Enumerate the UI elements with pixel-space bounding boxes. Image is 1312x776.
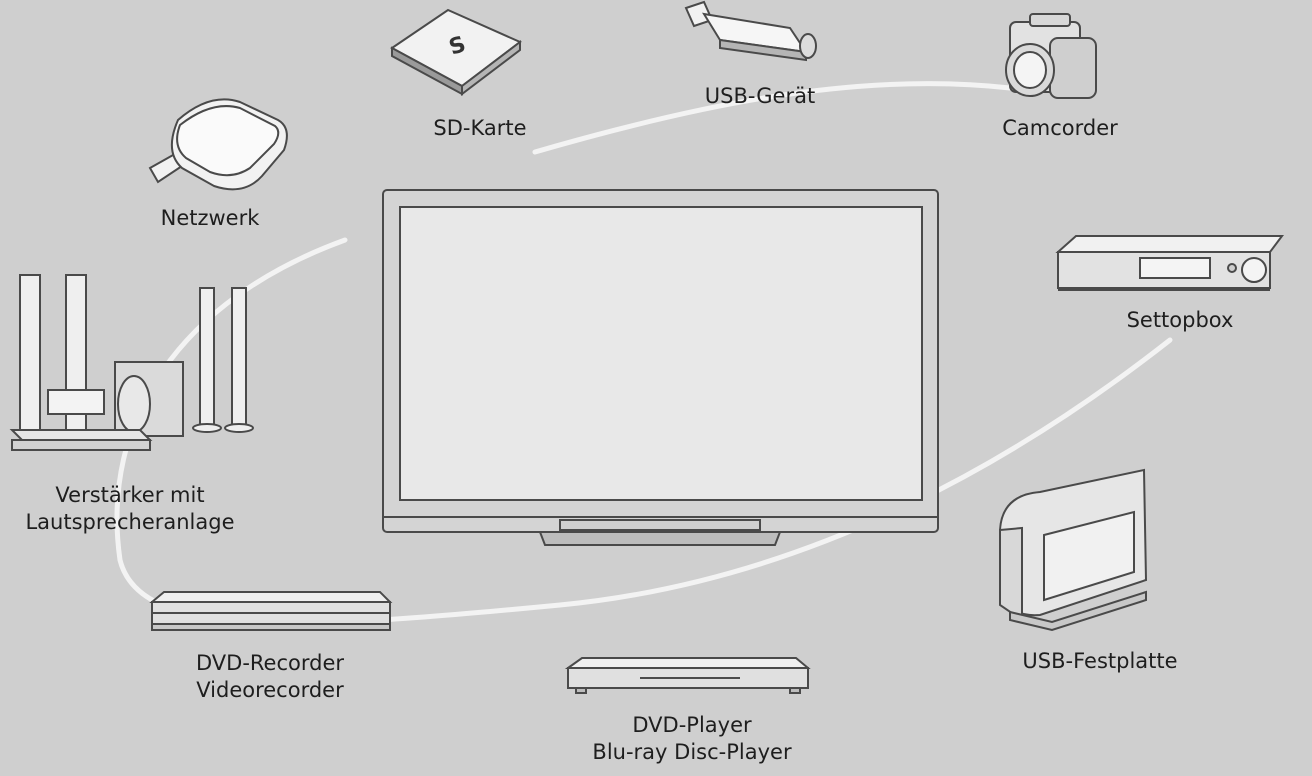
dvd-recorder-icon xyxy=(149,591,393,631)
cable-top xyxy=(532,81,1013,155)
label-amplifier: Verstärker mit Lautsprecheranlage xyxy=(0,482,260,536)
svg-text:S: S xyxy=(446,32,469,61)
label-usb-hdd: USB-Festplatte xyxy=(980,648,1220,675)
usb-wifi-adapter-icon xyxy=(148,98,288,191)
tv-icon xyxy=(382,189,939,546)
label-dvd-player-line-2: Blu-ray Disc-Player xyxy=(592,740,792,764)
label-dvd-recorder-line-2: Videorecorder xyxy=(196,678,344,702)
label-camcorder: Camcorder xyxy=(970,115,1150,142)
label-dvd-player-line-1: DVD-Player xyxy=(632,713,752,737)
speaker-system-icon xyxy=(9,274,254,451)
label-sd-card: SD-Karte xyxy=(400,115,560,142)
label-dvd-recorder-line-1: DVD-Recorder xyxy=(195,651,345,675)
label-settopbox: Settopbox xyxy=(1090,307,1270,334)
sd-card-icon: S xyxy=(390,8,522,97)
dvd-player-icon xyxy=(564,657,811,694)
label-camcorder-line-1: Camcorder xyxy=(1002,116,1118,140)
label-network-line-1: Netzwerk xyxy=(160,206,260,230)
label-usb-device-line-1: USB-Gerät xyxy=(704,84,816,108)
camcorder-icon xyxy=(1005,13,1097,99)
label-network: Netzwerk xyxy=(130,205,290,232)
usb-stick-icon xyxy=(684,0,817,62)
label-amplifier-line-2: Lautsprecheranlage xyxy=(25,510,235,534)
label-sd-card-line-1: SD-Karte xyxy=(433,116,527,140)
label-dvd-recorder: DVD-Recorder Videorecorder xyxy=(160,650,380,704)
set-top-box-icon xyxy=(1055,235,1284,291)
external-hdd-icon xyxy=(999,468,1148,632)
label-usb-hdd-line-1: USB-Festplatte xyxy=(1022,649,1178,673)
label-amplifier-line-1: Verstärker mit xyxy=(55,483,205,507)
label-settopbox-line-1: Settopbox xyxy=(1126,308,1234,332)
label-dvd-player: DVD-Player Blu-ray Disc-Player xyxy=(572,712,812,766)
label-usb-device: USB-Gerät xyxy=(680,83,840,110)
